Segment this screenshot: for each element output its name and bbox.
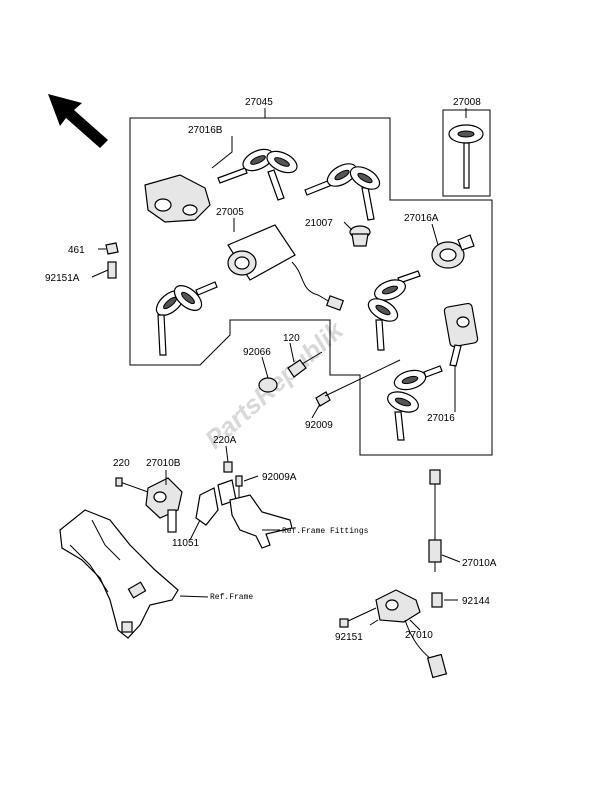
ref-frame-fittings: Ref.Frame Fittings (282, 527, 369, 536)
bolt-220A (223, 461, 233, 473)
ref-frame: Ref.Frame (210, 593, 253, 602)
label-120: 120 (283, 333, 300, 344)
key-pair-top-right (304, 163, 381, 221)
switch-27010 (375, 589, 448, 679)
label-220: 220 (113, 458, 130, 469)
label-27016A: 27016A (404, 213, 439, 224)
key-27008 (448, 124, 484, 189)
label-11051: 11051 (172, 538, 200, 549)
key-pair-top (217, 148, 298, 201)
label-21007: 21007 (305, 218, 333, 229)
label-92151: 92151 (335, 632, 363, 643)
frame-fittings (229, 494, 293, 549)
label-92066: 92066 (243, 347, 271, 358)
label-27008: 27008 (453, 97, 481, 108)
lock-housing-27016B (144, 174, 211, 223)
switch-27010B (145, 477, 183, 533)
switch-27010A (428, 469, 442, 572)
washer-461 (105, 242, 119, 255)
key-pair-middle-right (367, 270, 421, 351)
key-pair-left (155, 281, 218, 356)
label-27016B: 27016B (188, 125, 223, 136)
bolt-120 (287, 351, 323, 378)
ignition-switch-27005 (227, 224, 345, 311)
label-27016: 27016 (427, 413, 455, 424)
cap-21007 (349, 225, 371, 247)
label-27005: 27005 (216, 207, 244, 218)
bolt-92009 (315, 359, 401, 407)
label-27010B: 27010B (146, 458, 181, 469)
label-92009: 92009 (305, 420, 333, 431)
bolt-92151 (339, 607, 377, 628)
lock-27016 (443, 302, 479, 367)
label-27010A: 27010A (462, 558, 497, 569)
kit-outline-27045 (129, 117, 493, 456)
label-92144: 92144 (462, 596, 490, 607)
key-pair-bottom-right (387, 365, 443, 441)
label-27010: 27010 (405, 630, 433, 641)
label-461: 461 (68, 245, 85, 256)
frame (59, 509, 179, 639)
label-92009A: 92009A (262, 472, 297, 483)
bolt-92151A (107, 261, 117, 279)
bracket-11051 (195, 479, 237, 526)
label-220A: 220A (213, 435, 237, 446)
screw-92009A (235, 475, 243, 500)
bolt-220 (115, 477, 149, 493)
leader-lines (91, 108, 467, 631)
front-direction-arrow-icon (48, 94, 108, 148)
label-27045: 27045 (245, 97, 273, 108)
nut-92144 (431, 592, 443, 608)
label-92151A: 92151A (45, 273, 80, 284)
plug-92066 (258, 377, 278, 393)
lock-27016A (431, 234, 475, 269)
